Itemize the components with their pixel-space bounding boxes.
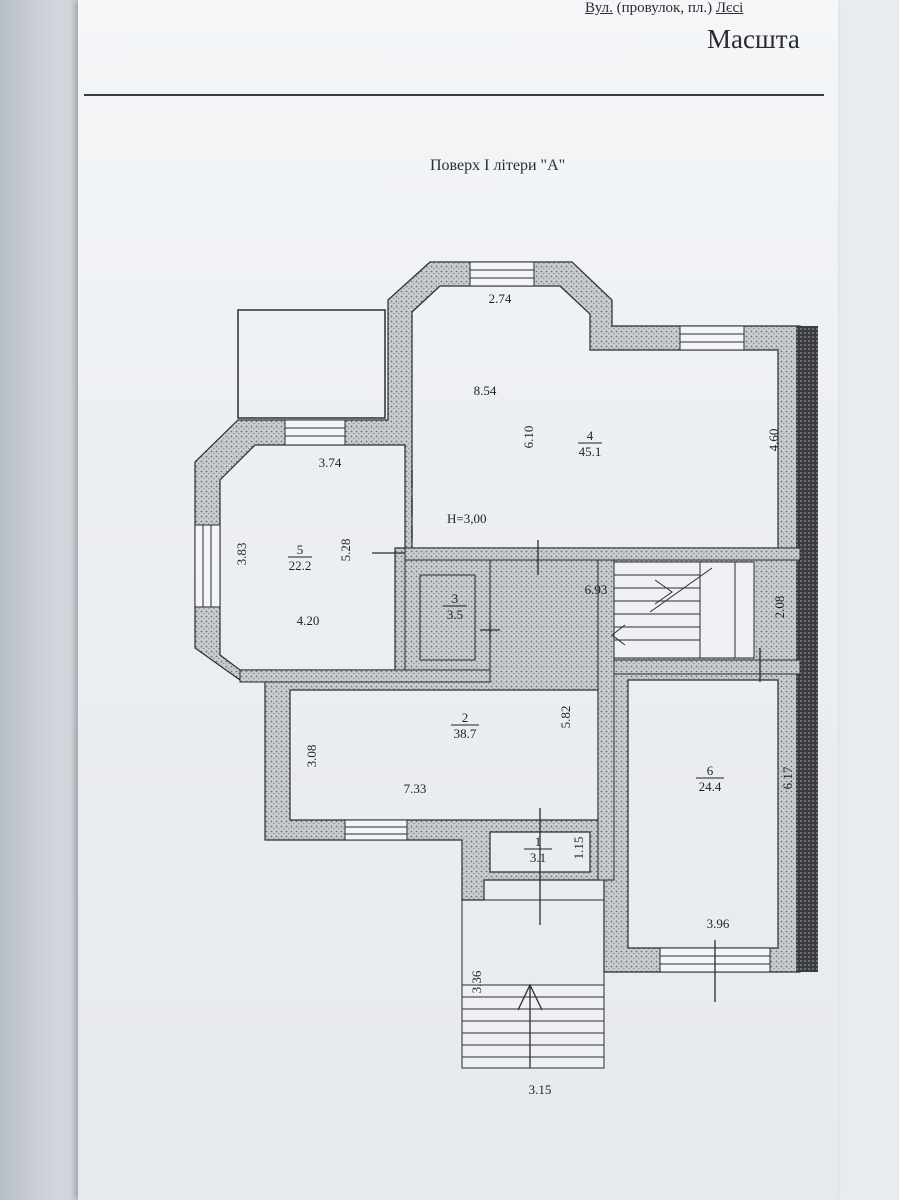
plan-title: Поверх I літери "А" [430,157,566,174]
svg-text:22.2: 22.2 [289,558,312,573]
room-3: 3 3.5 [443,591,467,622]
wall-room5-bottom [239,669,491,683]
dim-5-28: 5.28 [338,539,353,562]
dim-3-36: 3.36 [469,970,484,993]
entrance-stairs [461,899,605,1069]
dim-8-54: 8.54 [474,383,497,398]
wall-room6-top [603,659,801,675]
room-5: 5 22.2 [288,542,312,573]
svg-text:38.7: 38.7 [454,726,477,741]
svg-text:1: 1 [535,834,542,849]
door-marks [372,470,761,1002]
dim-6-17: 6.17 [780,766,795,789]
svg-text:3: 3 [452,591,459,606]
wall-room6-left [597,559,615,881]
dim-3-83: 3.83 [234,543,249,566]
street-label: Вул. [585,0,613,16]
svg-text:6: 6 [707,763,714,778]
dim-3-15: 3.15 [529,1082,552,1097]
annex-outline [237,309,386,419]
dim-5-82: 5.82 [558,706,573,729]
dim-2-74: 2.74 [489,291,512,306]
svg-text:3.1: 3.1 [530,850,546,865]
dim-1-15: 1.15 [571,837,586,860]
street-header: Вул. (провулок, пл.) Лєсі [585,0,743,17]
header-rule [84,94,824,96]
dim-6-10: 6.10 [521,426,536,449]
street-value: Лєсі [715,0,744,16]
street-rest: (провулок, пл.) [616,0,713,16]
windows [194,261,771,973]
room-4: 4 45.1 [578,428,602,459]
dim-3-74: 3.74 [319,455,342,470]
interior-stairs [611,561,755,659]
room-6: 6 24.4 [696,763,724,794]
svg-text:4: 4 [587,428,594,443]
scale-label: Масшта [707,24,800,54]
dim-2-08: 2.08 [772,596,787,619]
dim-4-20: 4.20 [297,613,320,628]
dim-3-08: 3.08 [304,745,319,768]
dim-4-60: 4.60 [766,429,781,452]
svg-text:2: 2 [462,710,469,725]
right-wall-dark [796,326,818,972]
svg-text:5: 5 [297,542,304,557]
wall-room4-bottom [404,547,801,561]
svg-text:45.1: 45.1 [579,444,602,459]
ceiling-height: Н=3,00 [447,511,486,526]
dim-6-93: 6.93 [585,582,608,597]
room-1: 1 3.1 [524,834,552,865]
dim-3-96: 3.96 [707,916,730,931]
room-2: 2 38.7 [451,710,479,741]
svg-text:24.4: 24.4 [699,779,722,794]
dim-7-33: 7.33 [404,781,427,796]
svg-text:3.5: 3.5 [447,607,463,622]
